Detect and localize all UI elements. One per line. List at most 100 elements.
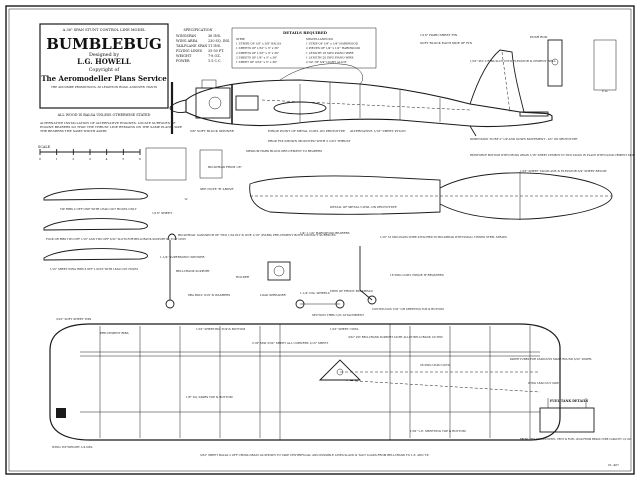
- details-col2-1: 1 STRIP OF 1/4" x 1/4" HARDWOOD: [306, 42, 359, 46]
- note-prop: PROP. FIX SHOWN MOUNTED WITH 2 OUT THRUS…: [268, 139, 351, 143]
- note-trailing-sheet: 1/32" L.E. SHEETING TOP & BOTTOM: [410, 429, 466, 433]
- rib-2: [43, 218, 148, 231]
- designed-by-label: Designed by: [89, 52, 119, 58]
- note-hard-sheet: 1/16" HARD SHEET FIN: [420, 33, 458, 37]
- note-front-rib: FOCK OR RIBS TWO OFF 1/16" AND TWO OFF 3…: [46, 237, 186, 241]
- spec-value-4: 7-8 OZ.: [208, 54, 221, 58]
- spec-value-0: 36 INS.: [208, 34, 221, 38]
- details-col1-2: 1 SHEETS OF 1/32" x 3" x 36": [236, 46, 280, 50]
- spec-value-1: 230 SQ. INS.: [208, 39, 230, 43]
- note-bulkhead-sandwich: BULKHEAD: SANDWICH OF TWO 1/32 PLY & ONE…: [178, 233, 336, 237]
- spec-value-2: 11 INS.: [208, 44, 221, 48]
- sheet-inner-border: [8, 8, 632, 472]
- fuselage-side-view: [169, 49, 553, 137]
- note-load-spreader: LOAD SPREADER: [260, 293, 287, 297]
- push-rod-label: PUSH ROD: [530, 35, 548, 39]
- note-supersonic-spinner: 1-1/4" SUPERSONIC SPINNER: [160, 255, 205, 259]
- scale-label: SCALE: [38, 145, 51, 149]
- note-crossgrain: 2 OF 6SW 3/32" SHEET ALL CORNERS 1/16" S…: [252, 341, 328, 345]
- publisher-address: THE ADCOMBE PROMOTIONS, 38 LEIGHTON ROAD…: [51, 85, 157, 89]
- fin: [469, 49, 525, 113]
- details-col1-4: 2 SHEETS OF 1/8" x 3" x 36": [236, 55, 278, 59]
- cowl-detail-title: DETAIL OF METAL COWL ON PROTOTYPE: [330, 205, 397, 209]
- note-wing-tip: 1/16" SHEET WING RIBS 8 OFF 2 ONLY WITH …: [50, 267, 138, 271]
- spec-value-3: 35-50 FT.: [208, 49, 224, 53]
- note-tailplane: 1/16" SHEET TAILPLANE & ELEVATOR 3/4" SH…: [520, 169, 607, 173]
- alt-note-line: ALTERNATIVE INSTALLATION OF ALTERNATIVE …: [39, 121, 176, 125]
- rib-3: [43, 248, 148, 261]
- details-col1-1: 1 STRIPS OF 1/8" x 3/8" BALSA: [236, 42, 282, 46]
- note-front-bulkhead: VIEW OF FRONT BULKHEAD: [329, 289, 373, 293]
- spec-heading: SPECIFICATION: [184, 28, 213, 32]
- details-col2-3: 1 LENGTH 18 SWG PIANO WIRE: [306, 51, 354, 55]
- scale-tick-label: 4: [106, 157, 108, 161]
- note-leadout-tubes: PAPER TUBES FOR LEADOUTS MADE ROUND 3/32…: [510, 357, 592, 361]
- title-block: A 36" SPAN STUNT CONTROL LINE MODEL BUMB…: [39, 23, 169, 117]
- spec-label-4: WEIGHT: [176, 54, 192, 58]
- tailplane-plan: [439, 172, 613, 220]
- alt-note-line: ENGINE BEARERS SO THAT THE THRUST LINE R…: [40, 125, 183, 129]
- note-wheels: 1-1/4" DIA. WHEELS: [300, 291, 330, 295]
- bulkhead-label: BULKHEAD FROM 1/8": [208, 165, 243, 169]
- spec-label-5: POWER: [176, 59, 190, 63]
- label-a: 'A': [184, 197, 188, 201]
- spinner: [169, 99, 187, 113]
- wing-ribs: TIP RIBS 2 OFF ONE WITH LEAD OUT HOLES O…: [43, 188, 186, 271]
- spec-label-3: FLYING LINES: [176, 49, 203, 53]
- note-continuous: CONTINUOUS 1/32" C/B SHEETING TOP & BOTT…: [372, 307, 444, 311]
- title-header: A 36" SPAN STUNT CONTROL LINE MODEL: [62, 28, 146, 32]
- scale-tick-label: 1: [56, 157, 58, 161]
- alt-note-line: THE BEARERS THE SAME WIDTH APART.: [40, 129, 108, 133]
- note-dimension: DIMENSION TO BE 2" UP AND DOWN MOVEMENT …: [470, 137, 577, 141]
- fuselage-plan-view: [249, 175, 441, 215]
- note-bellcrank-ply: 3/32" PLY BELLCRANK SUPPORT LIGHT ALLOY …: [348, 335, 443, 339]
- fuselage-outline: [185, 79, 553, 128]
- details-col1-0: STRIP: [236, 37, 245, 41]
- spec-label-0: WINGSPAN: [176, 34, 196, 38]
- note-spinner: 5/8" SOFT BLOCK SPINNER: [190, 129, 235, 133]
- note-engine-mount: HINGE POINT OF METAL COWL ON PROTOTYPE: [268, 129, 345, 133]
- details-col1-3: 2 SHEETS OF 1/16" x 3" x 36": [236, 51, 280, 55]
- see-note: SEE NOTE 'B' ABOVE: [200, 187, 234, 191]
- scale-tick-label: 5: [122, 157, 124, 161]
- cg-detail: PUSH ROD C.G.: [530, 35, 617, 93]
- sheet-label: 1/16" SHEET: [152, 211, 172, 215]
- note-spar: 1/8" SQ. SPARS TOP & BOTTOM: [186, 395, 233, 399]
- rib-1: [43, 188, 148, 201]
- note-cowl-sheet: 1/16" SHEET COWL: [330, 327, 359, 331]
- note-bellcrank-support: BELLCRANK SUPPORT: [176, 269, 210, 273]
- scale-tick-label: 6: [139, 157, 141, 161]
- plans-service: The Aeromodeller Plans Service: [41, 74, 167, 83]
- note-lead-outs: 26 SWG LEAD OUTS: [420, 363, 450, 367]
- sheet-number: CL 407: [608, 463, 619, 467]
- cowl-detail: 'A' 1/16" SHEET SEE NOTE 'B' ABOVE BULKH…: [145, 147, 322, 215]
- note-sheeting: 1/16" SHEETING TOP & BOTTOM: [196, 327, 245, 331]
- spec-label-2: TAILPLANE SPAN: [176, 44, 207, 48]
- note-reinforce: REINFORCE BOTTOM WITH CROSS GRAIN 1/16" …: [470, 153, 636, 157]
- note-holder: HOLDER: [236, 275, 250, 279]
- note-hardwood: 1/4" x 1/4" HARDWOOD BEARERS: [300, 231, 350, 235]
- engine: [195, 87, 231, 119]
- note-tank-body: FROM THIN TINNED STEEL. VENT & FUEL LEAD…: [520, 438, 632, 441]
- note-section-thru: SECTION THRU U/C ATTACHMENT: [312, 313, 364, 317]
- note-bottom: 3/32" SHEET BALSA 2 OFF CROSS GRAIN AS S…: [200, 453, 430, 457]
- cg-label: C.G.: [602, 89, 608, 93]
- note-piano-wire: 1/16" 18 SWG PIANO WIRE ATTACHED TO BULK…: [380, 235, 507, 239]
- copyright-label: Copyright of: [89, 67, 121, 73]
- wing-outline: [49, 323, 561, 441]
- medium-hard-label: MEDIUM HARD BLOCK PRE-CEMENT TO BEARERS: [246, 149, 322, 153]
- note-tip-weight: WING TIP WEIGHT 1/4 OZS.: [52, 445, 93, 449]
- note-tip-ribs: TIP RIBS 2 OFF ONE WITH LEAD OUT HOLES O…: [60, 207, 137, 211]
- fuel-tank-detail: [539, 407, 595, 433]
- note-fuel-tank: FUEL TANK DETAILS: [550, 399, 589, 403]
- note-soft-block: SOFT BLOCK EACH SIDE OF FIN: [420, 41, 472, 45]
- undercarriage-detail: [165, 233, 377, 309]
- details-heading: DETAILS REQUIRED: [283, 30, 328, 35]
- note-spring: 18 SWG COWL HINGE IF REQUIRED: [390, 273, 445, 277]
- alt-installation-note: ALTERNATIVE INSTALLATION OF ALTERNATIVE …: [39, 121, 183, 133]
- scale-tick-label: 3: [89, 157, 91, 161]
- details-col2-2: 2 PIECES OF 1/4" x 1/2" HARDWOOD: [306, 46, 361, 50]
- note-wing-lead: WING LEAD OUT SIDE: [528, 381, 559, 385]
